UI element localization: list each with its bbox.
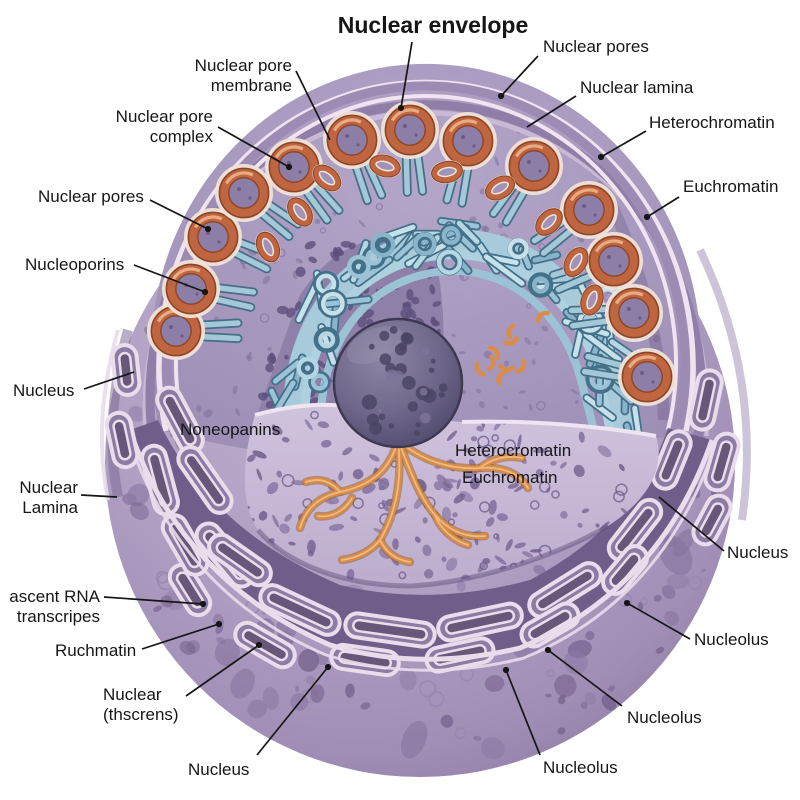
nucleolus-sphere [295, 317, 533, 567]
membrane-fold-band [122, 385, 720, 678]
nucleolus-spots [350, 325, 448, 437]
nuclear-pore-rings [147, 101, 676, 406]
membrane-fold-capsules [140, 385, 693, 678]
orange-chromatin-bits [474, 310, 550, 386]
nascent-rna-transcripts-fibers [295, 435, 533, 567]
